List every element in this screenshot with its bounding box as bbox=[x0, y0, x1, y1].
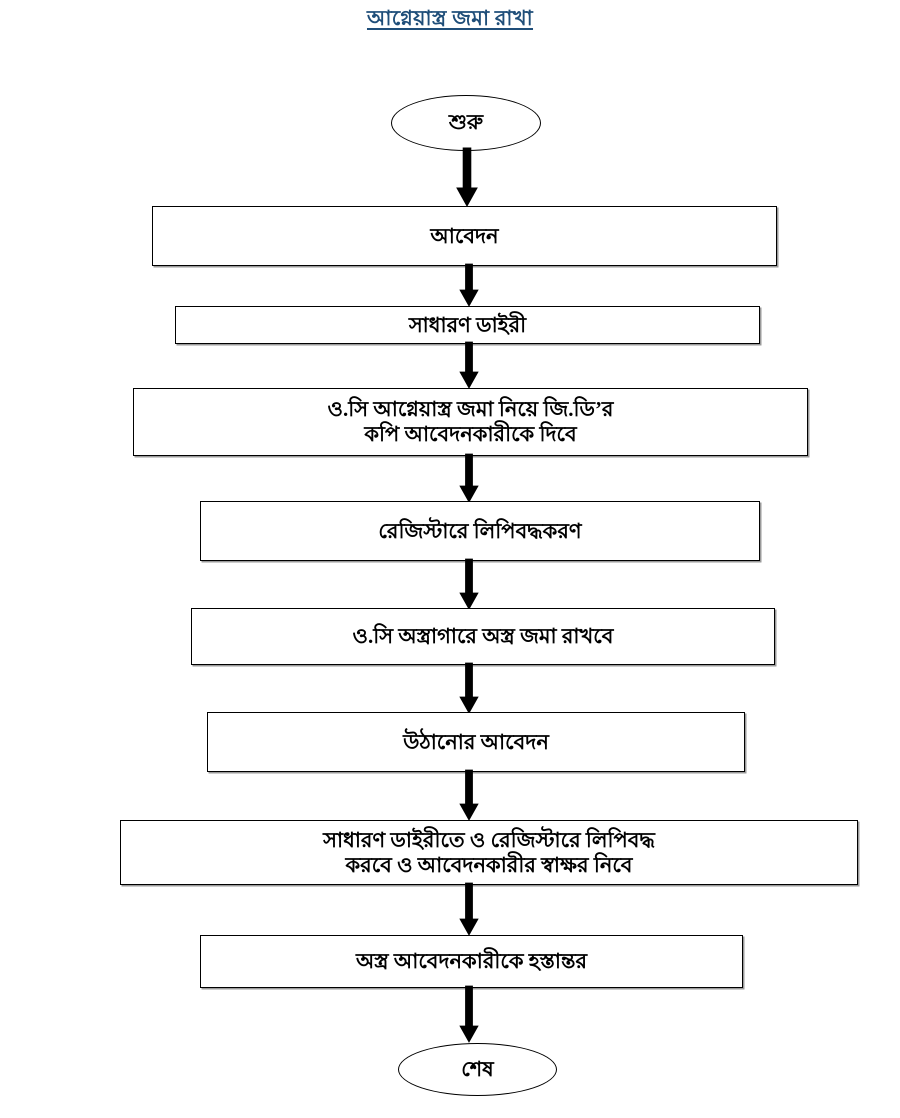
node-oc-armory-deposit[interactable]: ও.সি অস্ত্রাগারে অস্ত্র জমা রাখবে bbox=[191, 608, 775, 665]
connector-n4-to-n5 bbox=[459, 558, 479, 611]
connector-n1-to-n2 bbox=[459, 263, 479, 308]
node-oc-gd-copy[interactable]: ও.সি আগ্নেয়াস্ত্র জমা নিয়ে জি.ডি’র কপি… bbox=[133, 388, 808, 456]
node-end-label: শেষ bbox=[461, 1056, 494, 1081]
connector-n7-to-n8 bbox=[459, 882, 479, 937]
node-register-entry[interactable]: রেজিস্টারে লিপিবদ্ধকরণ bbox=[200, 501, 760, 561]
connector-start-to-n1 bbox=[455, 147, 479, 210]
node-withdrawal-application-label: উঠানোর আবেদন bbox=[403, 729, 549, 754]
node-withdrawal-application[interactable]: উঠানোর আবেদন bbox=[207, 712, 745, 772]
node-register-entry-label: রেজিস্টারে লিপিবদ্ধকরণ bbox=[378, 518, 582, 543]
node-handover-weapon-label: অস্ত্র আবেদনকারীকে হস্তান্তর bbox=[355, 949, 588, 974]
connector-n3-to-n4 bbox=[459, 453, 479, 504]
node-oc-armory-deposit-label: ও.সি অস্ত্রাগারে অস্ত্র জমা রাখবে bbox=[352, 624, 614, 649]
page-title: আগ্নেয়াস্ত্র জমা রাখা bbox=[0, 6, 900, 30]
node-oc-gd-copy-label: ও.সি আগ্নেয়াস্ত্র জমা নিয়ে জি.ডি’র কপি… bbox=[327, 397, 614, 446]
node-handover-weapon[interactable]: অস্ত্র আবেদনকারীকে হস্তান্তর bbox=[200, 935, 743, 988]
connector-n6-to-n7 bbox=[459, 769, 479, 822]
connector-n8-to-end bbox=[459, 985, 479, 1044]
node-application[interactable]: আবেদন bbox=[152, 206, 777, 266]
node-application-label: আবেদন bbox=[430, 223, 499, 248]
node-end[interactable]: শেষ bbox=[398, 1043, 557, 1096]
node-diary-register-signature-label: সাধারণ ডাইরীতে ও রেজিস্টারে লিপিবদ্ধ করব… bbox=[323, 827, 655, 877]
node-start-label: শুরু bbox=[448, 110, 484, 135]
node-start[interactable]: শুরু bbox=[391, 95, 541, 151]
node-general-diary[interactable]: সাধারণ ডাইরী bbox=[175, 306, 760, 344]
page-title-text: আগ্নেয়াস্ত্র জমা রাখা bbox=[366, 6, 534, 30]
connector-n5-to-n6 bbox=[459, 662, 479, 715]
connector-n2-to-n3 bbox=[459, 341, 479, 390]
node-diary-register-signature[interactable]: সাধারণ ডাইরীতে ও রেজিস্টারে লিপিবদ্ধ করব… bbox=[120, 820, 858, 885]
node-general-diary-label: সাধারণ ডাইরী bbox=[408, 312, 527, 337]
